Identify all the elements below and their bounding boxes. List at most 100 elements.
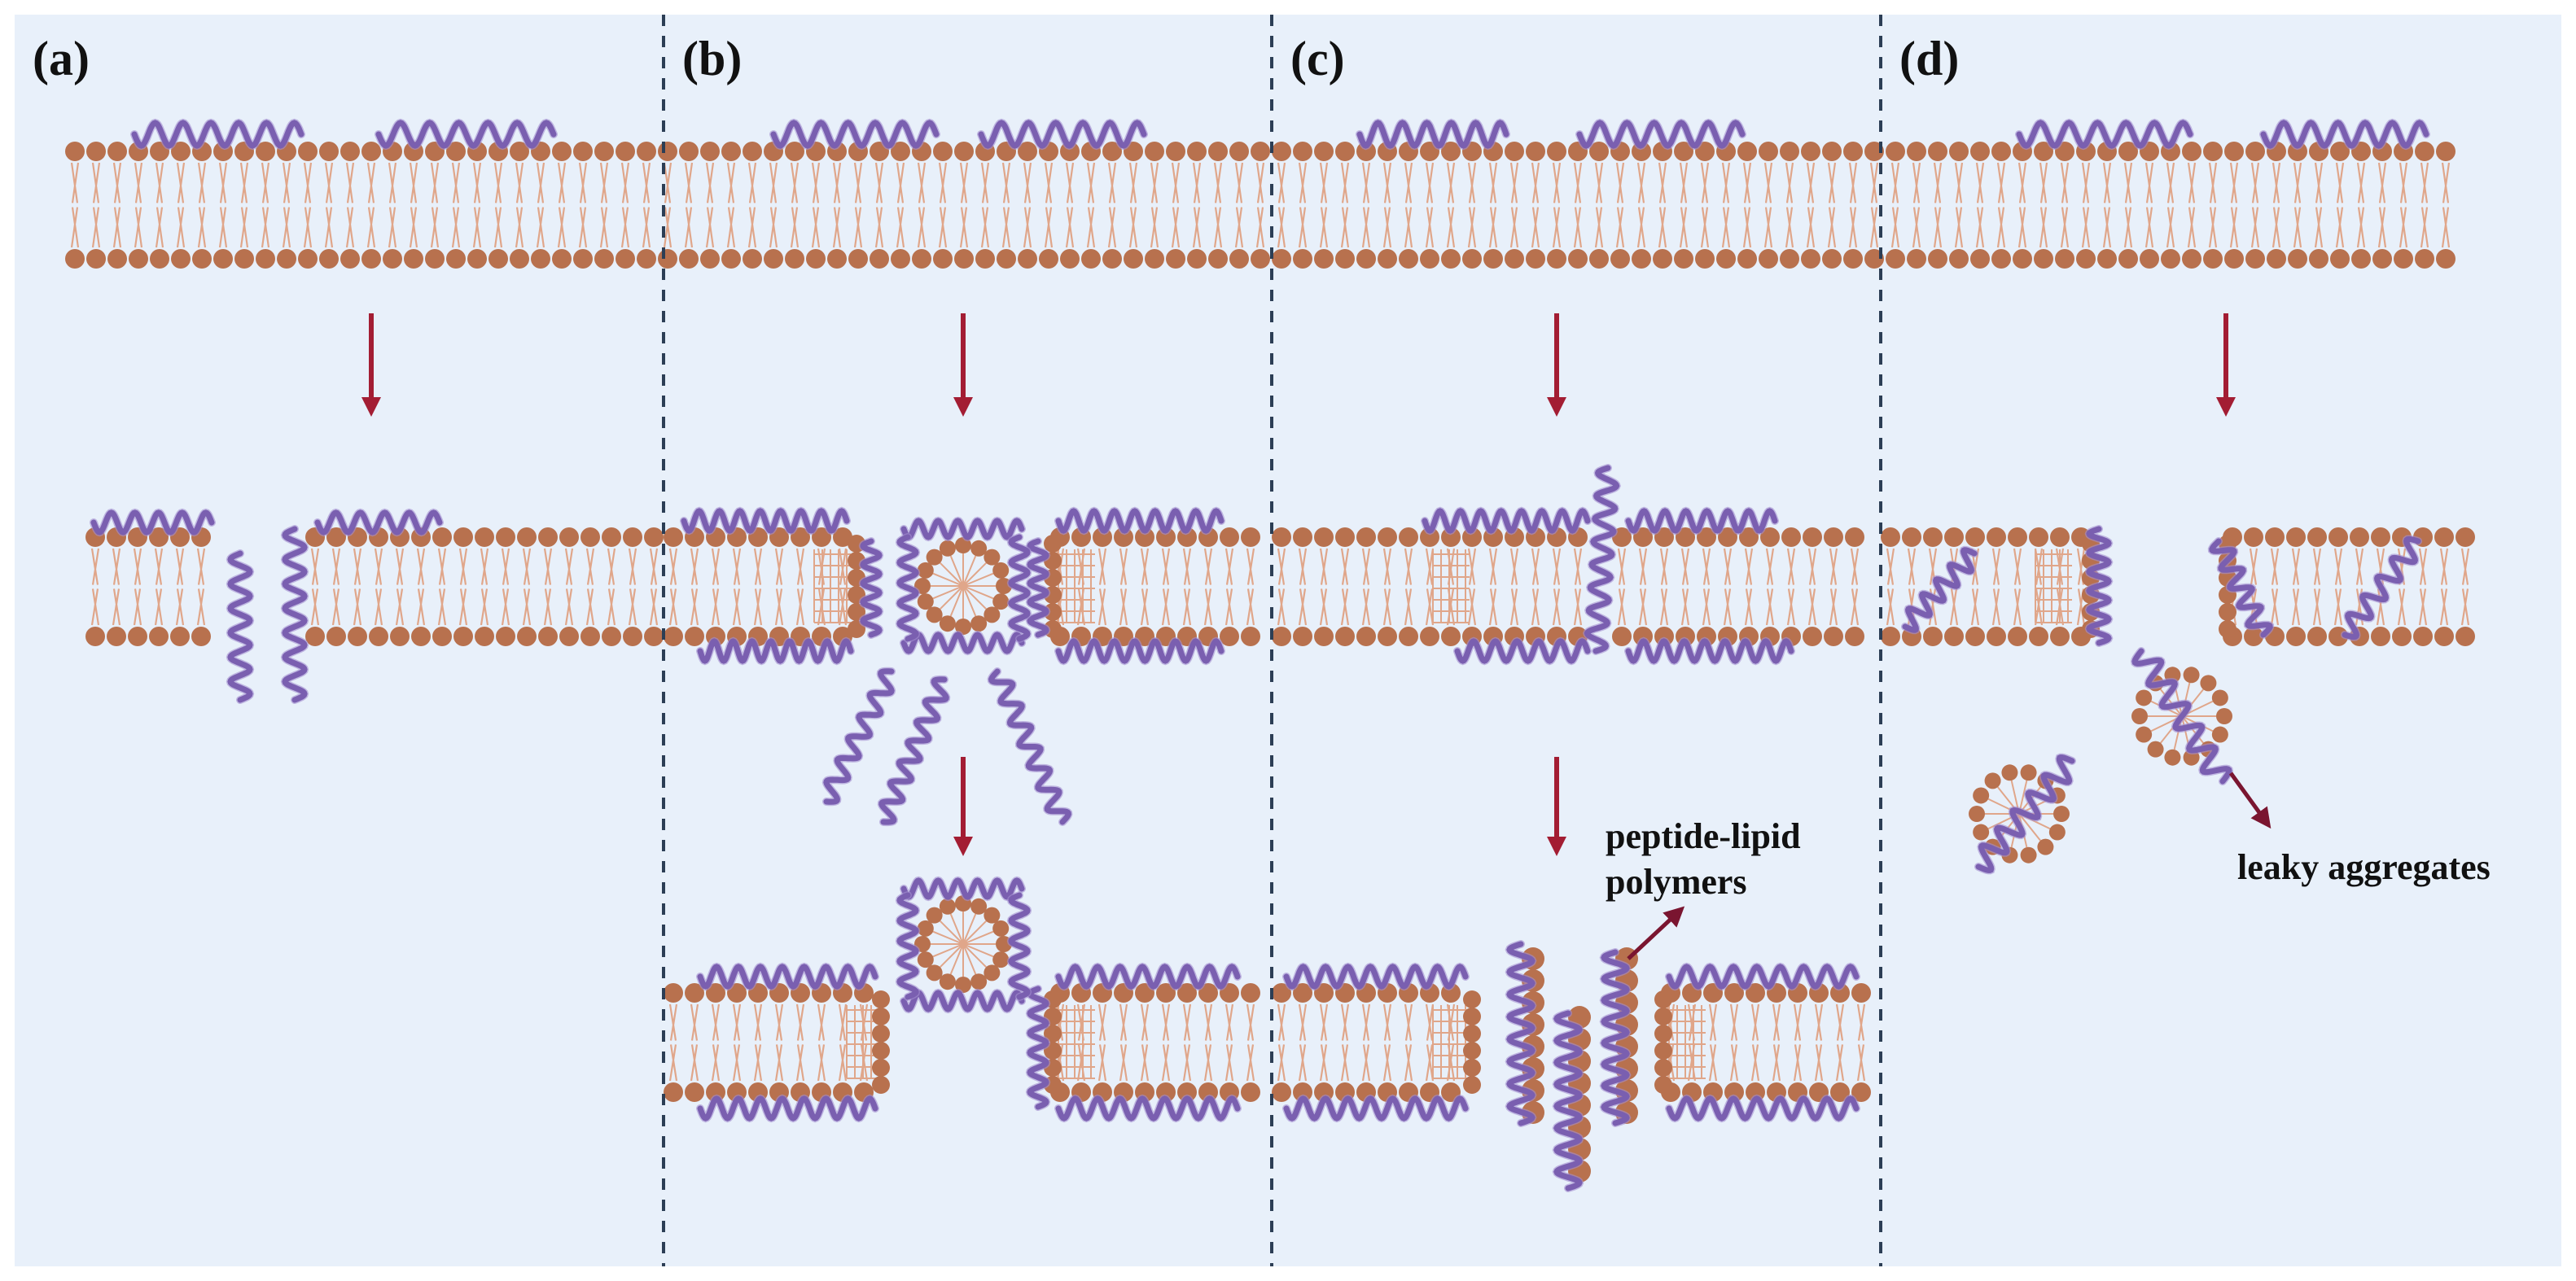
lipid-head [1881, 627, 1900, 646]
lipid-head [1272, 627, 1291, 646]
lipid-head [1654, 527, 1674, 547]
lipid-tails [1617, 548, 1860, 626]
lipid-tails [1432, 549, 1470, 623]
lipid-head [1251, 249, 1270, 269]
lipid-head [1293, 983, 1312, 1003]
lipid-head [171, 142, 191, 161]
lipid-head [369, 627, 388, 646]
pore-heads-b-right [1044, 535, 1062, 638]
lipid-head [453, 527, 473, 547]
lipid-head [86, 142, 106, 161]
lipid-head [1760, 527, 1780, 547]
lipid-head [872, 1059, 890, 1077]
lipid-tails [668, 1003, 869, 1082]
membrane-c-left [1272, 527, 1588, 646]
peptide-micelle-b2-right [1006, 891, 1032, 1001]
lipid-head [685, 983, 704, 1003]
lipid-head [580, 527, 600, 547]
lipid-head [992, 593, 1010, 610]
lipid-tails [1277, 1003, 1456, 1082]
lipid-head [637, 249, 656, 269]
lipid-head [1335, 527, 1355, 547]
lipid-head [2050, 627, 2070, 646]
lipid-head [1923, 627, 1943, 646]
lipid-head [1801, 249, 1820, 269]
peptide-c-bot1 [1453, 636, 1592, 666]
lipid-head [1177, 1082, 1197, 1102]
lipid-tails [1058, 1005, 1095, 1079]
lipid-head [1845, 527, 1864, 547]
lipid-head [1654, 1025, 1672, 1043]
lipid-head [1969, 806, 1985, 822]
lipid-head [2371, 527, 2390, 547]
lipid-head [1441, 142, 1461, 161]
lipid-head [1824, 627, 1843, 646]
lipid-head [1420, 249, 1439, 269]
lipid-head [872, 1008, 890, 1025]
lipid-head [538, 527, 558, 547]
lipid-head [559, 627, 579, 646]
lipid-tails [931, 912, 996, 977]
lipid-head [664, 627, 683, 646]
helix-ribbon [2342, 536, 2421, 640]
lipid-head [1526, 142, 1545, 161]
lipid-head [1654, 1042, 1672, 1060]
lipid-head [637, 142, 656, 161]
lipid-head [992, 951, 1010, 968]
lipid-head [213, 249, 233, 269]
helix-ribbon [282, 526, 308, 703]
lipid-head [2131, 708, 2148, 724]
lipid-head [1463, 1042, 1481, 1060]
lipid-head [917, 593, 934, 610]
helix-ribbon [1666, 1095, 1860, 1121]
lipid-head [496, 527, 515, 547]
lipid-head [2001, 764, 2018, 781]
lipid-head [891, 249, 910, 269]
lipid-head [970, 540, 988, 557]
lipid-head [1973, 824, 1990, 841]
helix-ribbon [1027, 538, 1049, 638]
lipid-head [149, 627, 169, 646]
peptide-d-edge1 [2084, 525, 2114, 647]
lipid-head [2286, 627, 2306, 646]
lipid-head [2434, 527, 2454, 547]
lipid-head [171, 249, 191, 269]
lipid-head [573, 249, 593, 269]
lipid-head [1907, 142, 1926, 161]
lipid-head [1949, 249, 1969, 269]
lipid-head [917, 951, 934, 968]
lipid-head [1654, 1076, 1672, 1094]
lipid-head [1987, 527, 2006, 547]
panel-label-c: (c) [1290, 32, 1345, 85]
peptide-aggregate-d2 [1974, 753, 2076, 875]
peptide-micelle-b1-left [895, 533, 921, 643]
lipid-head [1965, 627, 1985, 646]
released-peptide-2 [877, 675, 951, 827]
lipid-head [467, 249, 487, 269]
lipid-head [1156, 983, 1176, 1003]
lipid-head [1632, 249, 1651, 269]
lipid-head [1970, 249, 1990, 269]
helix-ribbon [1008, 892, 1031, 1000]
polymer-helix-1 [1505, 940, 1537, 1127]
helix-ribbon [1506, 941, 1536, 1126]
lipid-head [2244, 627, 2263, 646]
lipid-head [1272, 142, 1291, 161]
lipid-head [2413, 627, 2433, 646]
lipid-head [917, 562, 934, 579]
peptide-c-top2 [1624, 506, 1779, 536]
lipid-head [848, 603, 865, 621]
lipid-head [2307, 627, 2327, 646]
lipid-head [933, 142, 953, 161]
lipid-head [1654, 1059, 1672, 1077]
helix-ribbon [227, 550, 253, 703]
lipid-head [86, 249, 106, 269]
lipid-head [1653, 249, 1672, 269]
lipid-head [1102, 142, 1122, 161]
lipid-head [2245, 249, 2265, 269]
lipid-head [664, 527, 683, 547]
pore-edge-c-bottom-right [1668, 1005, 1706, 1079]
lipid-head [1505, 142, 1524, 161]
lipid-head [2372, 249, 2392, 269]
